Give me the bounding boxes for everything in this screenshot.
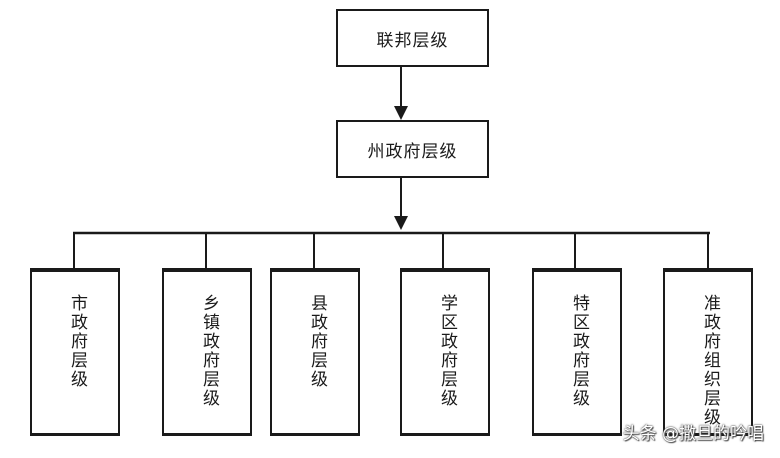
node-special-district-label: 特区政府层级 (569, 294, 589, 408)
node-township-label: 乡镇政府层级 (199, 294, 219, 408)
node-special-district: 特区政府层级 (532, 268, 622, 436)
node-state-label: 州政府层级 (367, 141, 458, 162)
node-city-label: 市政府层级 (67, 294, 87, 389)
node-county-label: 县政府层级 (307, 294, 327, 389)
node-township: 乡镇政府层级 (162, 268, 252, 436)
node-quasi-government-label: 准政府组织层级 (700, 294, 720, 427)
arrowhead-state (394, 106, 408, 120)
watermark-text: 头条 @撒旦的吟唱 (622, 424, 764, 444)
arrowhead-bus (394, 216, 408, 230)
node-school-district-label: 学区政府层级 (437, 294, 457, 408)
node-school-district: 学区政府层级 (400, 268, 490, 436)
node-city: 市政府层级 (30, 268, 120, 436)
node-federal: 联邦层级 (336, 9, 489, 67)
node-county: 县政府层级 (270, 268, 360, 436)
node-state: 州政府层级 (336, 120, 489, 178)
node-quasi-government: 准政府组织层级 (663, 268, 753, 436)
node-federal-label: 联邦层级 (376, 30, 449, 51)
